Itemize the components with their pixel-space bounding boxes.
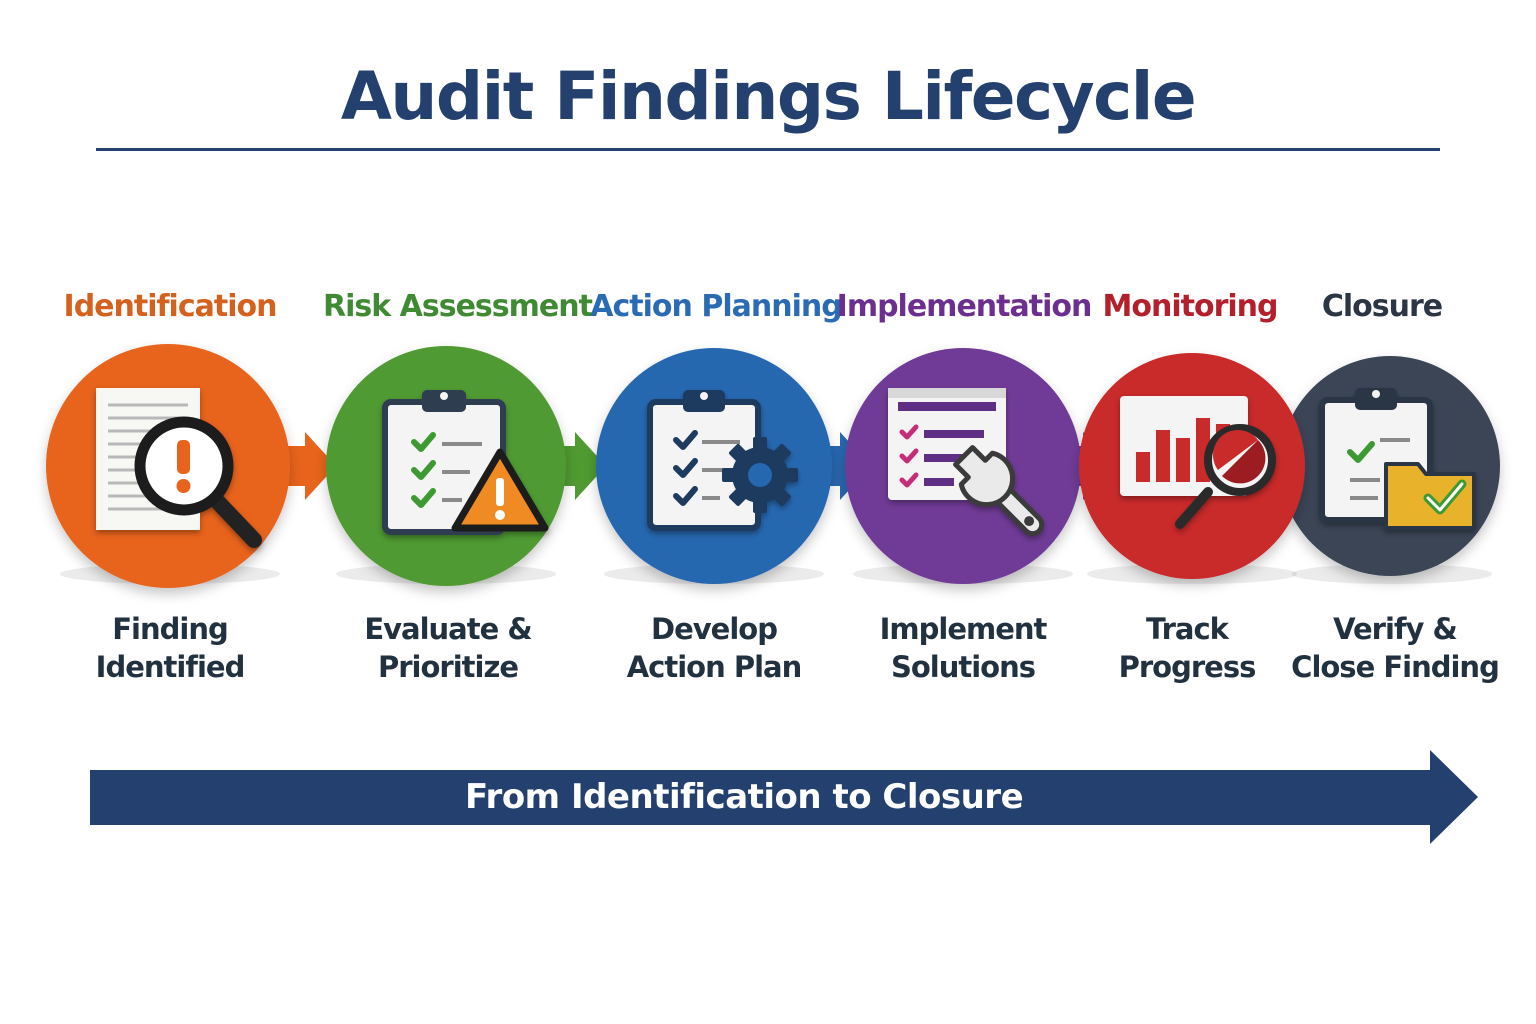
document-magnifier-alert-icon (96, 388, 262, 548)
clipboard-gear-icon (647, 390, 798, 531)
clipboard-folder-check-icon (1319, 388, 1476, 530)
stage-desc-closure: Verify &Close Finding (1291, 612, 1500, 684)
stage-label-action-planning: Action Planning (590, 289, 842, 324)
connector-arrow-3 (818, 432, 871, 500)
progress-banner-arrow (90, 750, 1478, 844)
bar-chart-magnifier-icon (1120, 396, 1276, 529)
stage-label-identification: Identification (63, 289, 278, 324)
stage-label-implementation: Implementation (836, 289, 1093, 324)
connector-arrow-1 (280, 432, 336, 500)
checklist-wrench-icon (888, 388, 1045, 537)
connector-arrow-2 (552, 432, 606, 500)
stage-label-closure: Closure (1321, 289, 1443, 324)
checklist-warning-icon (382, 390, 549, 535)
stage-label-risk-assessment: Risk Assessment (323, 289, 593, 324)
progress-banner: From Identification to Closure (90, 768, 1430, 826)
stage-label-monitoring: Monitoring (1102, 289, 1279, 324)
stage-desc-risk-assessment: Evaluate &Prioritize (364, 612, 532, 684)
progress-banner-text: From Identification to Closure (465, 777, 1024, 817)
diagram-title: Audit Findings Lifecycle (340, 58, 1197, 135)
title-divider (96, 148, 1440, 151)
